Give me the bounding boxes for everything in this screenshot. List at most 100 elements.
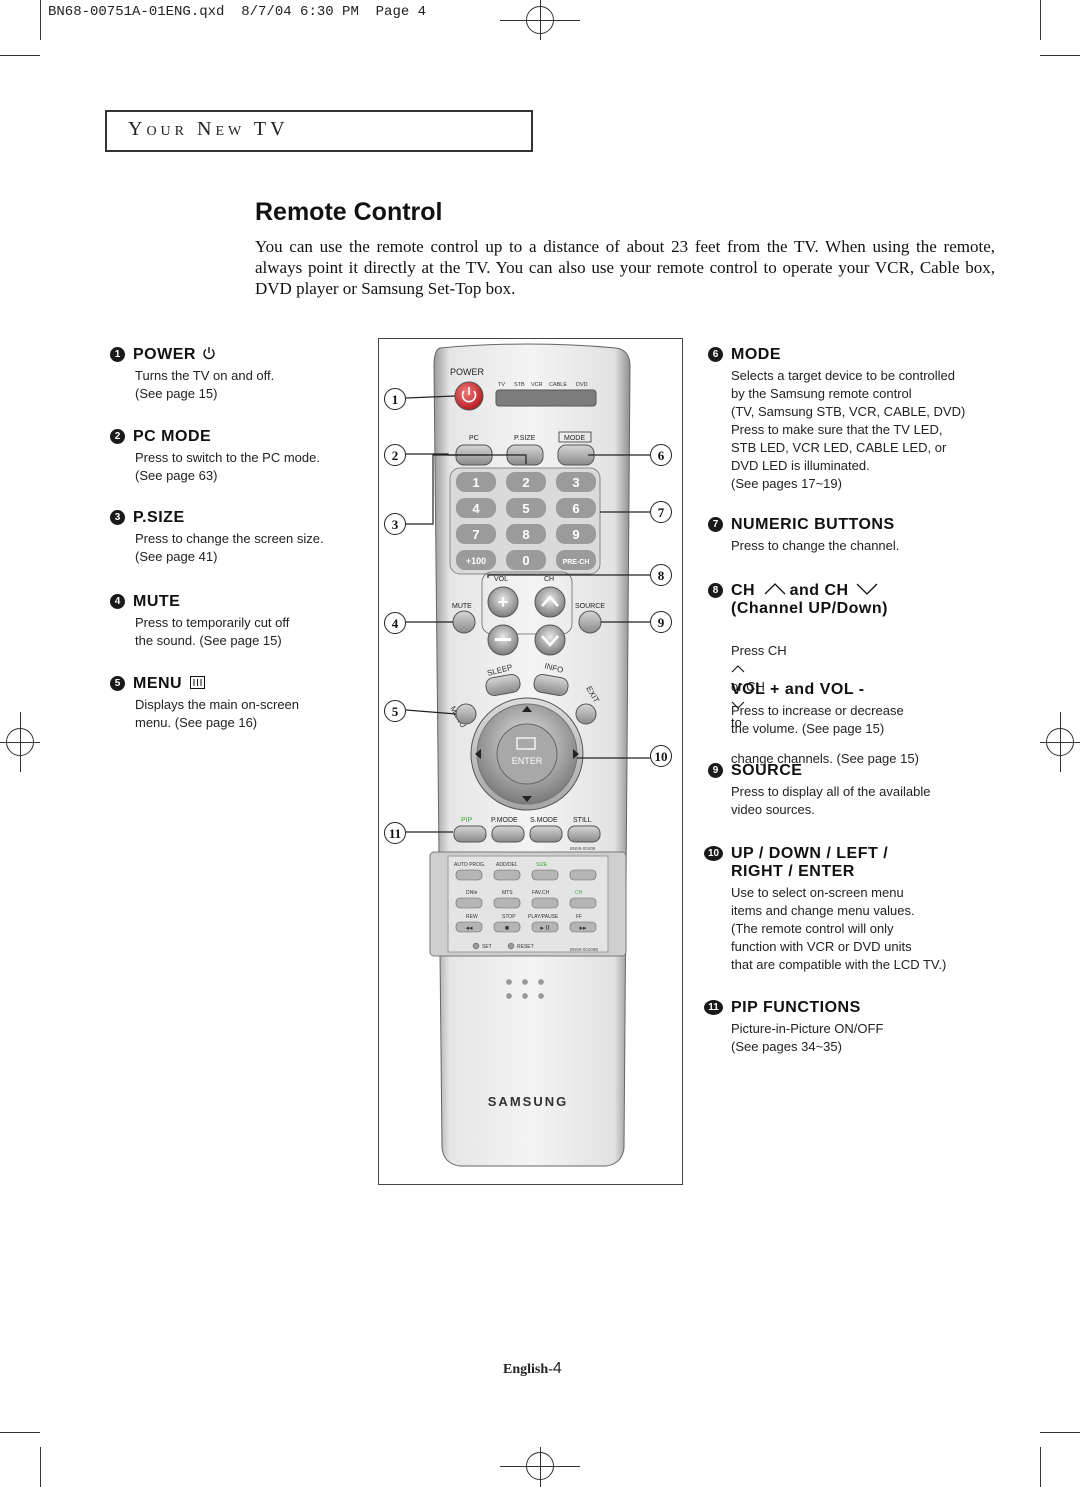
remote-label-power: POWER [450, 367, 485, 377]
power-icon [203, 347, 216, 360]
svg-text:■: ■ [505, 925, 509, 932]
item-heading: MODE [731, 346, 781, 363]
chevron-up-icon [731, 665, 745, 673]
numeric-block [449, 467, 601, 575]
remote-illustration: POWER TV STB VCR CABLE DVD PC P.SIZE MOD… [405, 343, 650, 1167]
chevron-up-icon [764, 583, 786, 595]
item-heading: MUTE [133, 593, 181, 610]
remote-label-set: SET [482, 944, 492, 950]
brand-logo: SAMSUNG [488, 1094, 568, 1109]
lower-label: MTS [502, 890, 513, 896]
item-number: 8 [708, 583, 723, 599]
lower-label: SIZE [536, 862, 548, 868]
callout-9: 9 [650, 611, 672, 633]
registration-line [20, 712, 21, 772]
desc-part: to [731, 715, 742, 730]
digit-2: 2 [522, 475, 529, 490]
remote-label-pip: PIP [461, 817, 473, 824]
ch-up-button [534, 586, 566, 618]
digit-6: 6 [572, 501, 579, 516]
lower-label: REW [466, 914, 478, 920]
callout-8: 8 [650, 564, 672, 586]
exit-button [575, 703, 597, 725]
still-button [567, 825, 601, 843]
item-heading: UP / DOWN / LEFT / RIGHT / ENTER [731, 845, 889, 880]
item-number: 1 [110, 347, 125, 363]
dpad-right [573, 749, 579, 759]
chevron-down-icon [731, 701, 745, 709]
remote-label-source: SOURCE [575, 603, 605, 610]
remote-label-reset: RESET [517, 944, 534, 950]
registration-line [1060, 712, 1061, 772]
digit-plus100: +100 [466, 556, 486, 566]
item-number: 5 [110, 676, 125, 692]
svg-text:▸ II: ▸ II [540, 925, 549, 932]
item-description: Picture-in-Picture ON/OFF (See pages 34~… [731, 1021, 884, 1054]
callout-1: 1 [384, 388, 406, 410]
remote-label-mute: MUTE [452, 603, 472, 610]
lower-label: DNIe [466, 890, 478, 896]
item-heading: PC MODE [133, 428, 212, 445]
crop-mark [0, 55, 40, 56]
section-label: Your New TV [128, 118, 289, 140]
callout-10: 10 [650, 745, 672, 767]
digit-3: 3 [572, 475, 579, 490]
callout-4: 4 [384, 612, 406, 634]
remote-label-psize: P.SIZE [514, 435, 536, 442]
item-number: 11 [704, 1000, 723, 1016]
led-label-stb: STB [514, 382, 525, 388]
crop-mark [1040, 55, 1080, 56]
item-description: Press to display all of the available vi… [731, 784, 931, 817]
remote-label-smode: S.MODE [530, 817, 558, 824]
item-heading: VOL + and VOL - [731, 681, 865, 698]
menu-icon [189, 676, 205, 689]
callout-3: 3 [384, 513, 406, 535]
lower-label: ADD/DEL [496, 862, 518, 868]
power-button [454, 381, 484, 411]
pip-button [453, 825, 487, 843]
info-button [533, 673, 569, 697]
digit-5: 5 [522, 501, 529, 516]
mute-button [452, 610, 476, 634]
dpad-up [522, 706, 532, 712]
speaker-dots [506, 979, 544, 999]
item-number: 7 [708, 517, 723, 533]
crop-mark [40, 0, 41, 40]
lower-label: FAV.CH [532, 890, 550, 896]
source-button [578, 610, 602, 634]
item-description: Press CH or CH to change channels. (See … [731, 624, 1008, 768]
led-label-vcr: VCR [531, 382, 543, 388]
sleep-button [485, 673, 521, 697]
callout-6: 6 [650, 444, 672, 466]
item-number: 10 [704, 846, 723, 862]
digit-7: 7 [472, 527, 479, 542]
remote-label-still: STILL [573, 817, 592, 824]
remote-label-vol: VOL [494, 576, 508, 583]
digit-1: 1 [472, 475, 479, 490]
item-number: 3 [110, 510, 125, 526]
page-title: Remote Control [255, 198, 443, 226]
digit-0: 0 [522, 553, 529, 568]
registration-line [540, 0, 541, 40]
item-description: Displays the main on-screen menu. (See p… [135, 697, 300, 730]
lower-label: AUTO PROG. [454, 862, 485, 868]
footer-language: English- [503, 1362, 553, 1377]
svg-text:▸▸: ▸▸ [579, 925, 587, 932]
section-box [105, 110, 533, 152]
item-description: Press to change the screen size. (See pa… [135, 531, 324, 564]
callout-5: 5 [384, 700, 406, 722]
led-label-tv: TV [498, 382, 505, 388]
crop-mark [40, 1447, 41, 1487]
item-number: 9 [708, 763, 723, 779]
remote-code-bottom: BN59-00409B [570, 947, 598, 952]
item-description: Press to increase or decrease the volume… [731, 703, 904, 736]
svg-text:◂◂: ◂◂ [465, 925, 473, 932]
